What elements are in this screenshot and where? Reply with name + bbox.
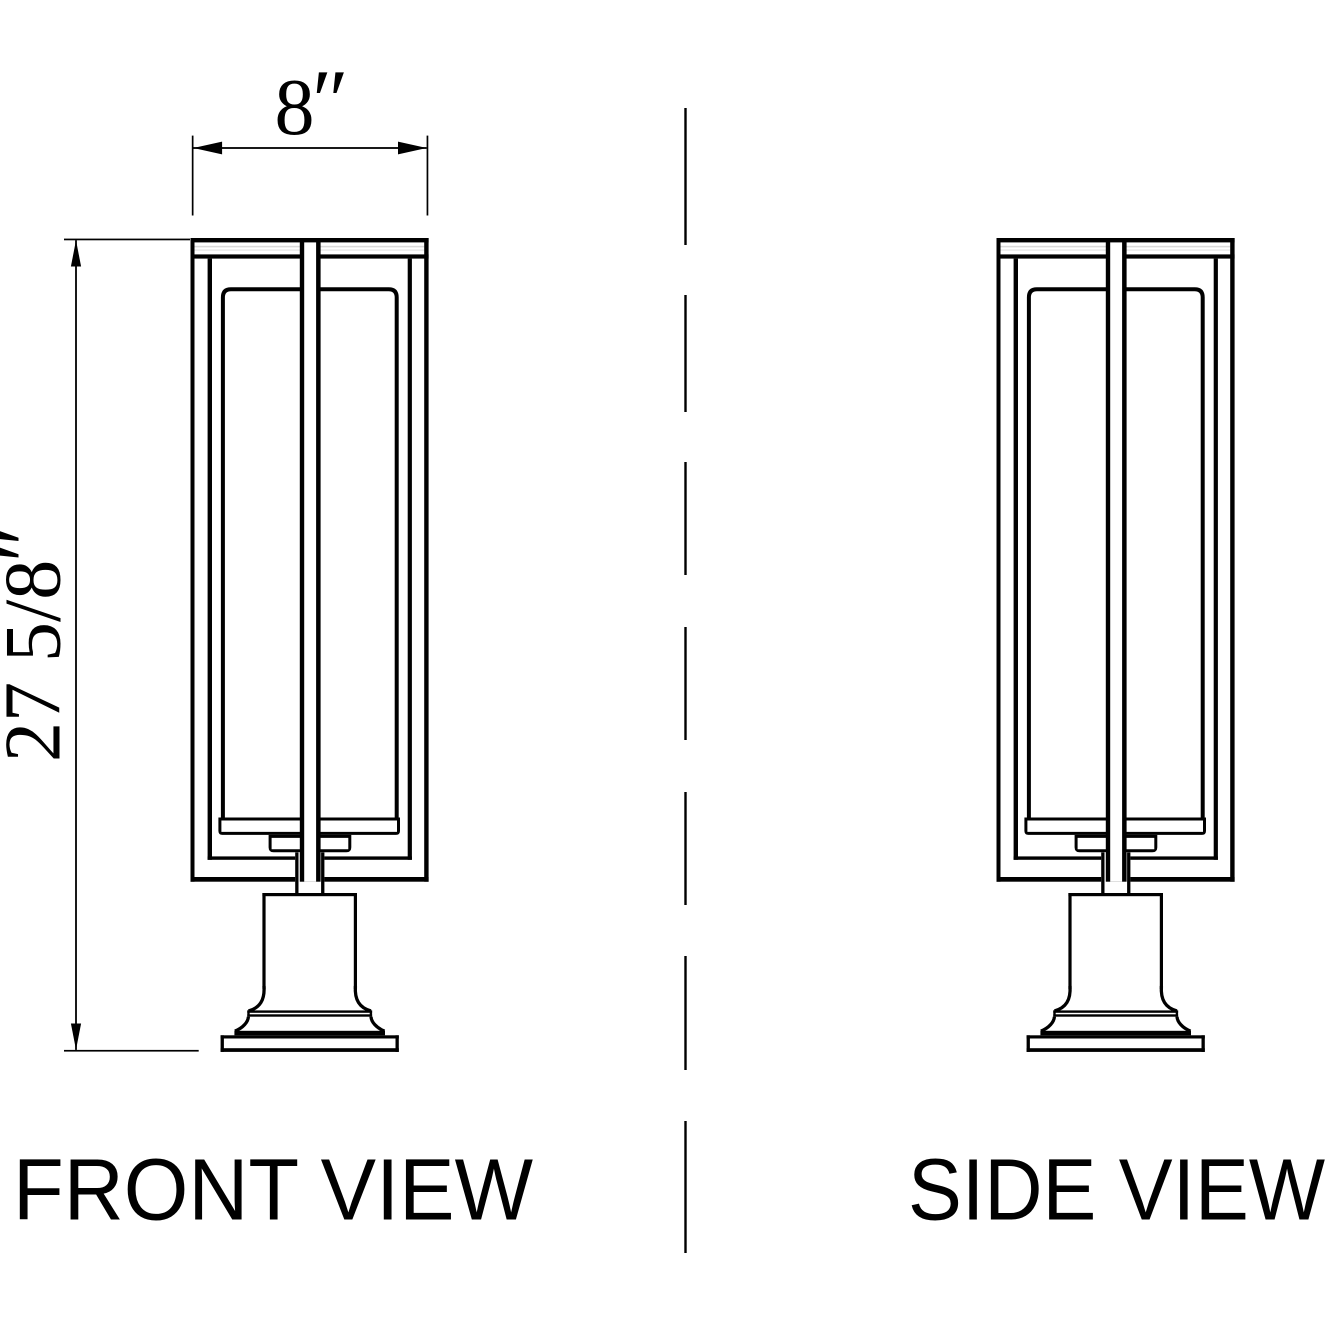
svg-text:8″: 8″	[275, 53, 349, 152]
svg-text:27 5/8″: 27 5/8″	[0, 526, 78, 762]
svg-text:SIDE VIEW: SIDE VIEW	[908, 1140, 1325, 1238]
svg-text:FRONT VIEW: FRONT VIEW	[13, 1140, 533, 1238]
